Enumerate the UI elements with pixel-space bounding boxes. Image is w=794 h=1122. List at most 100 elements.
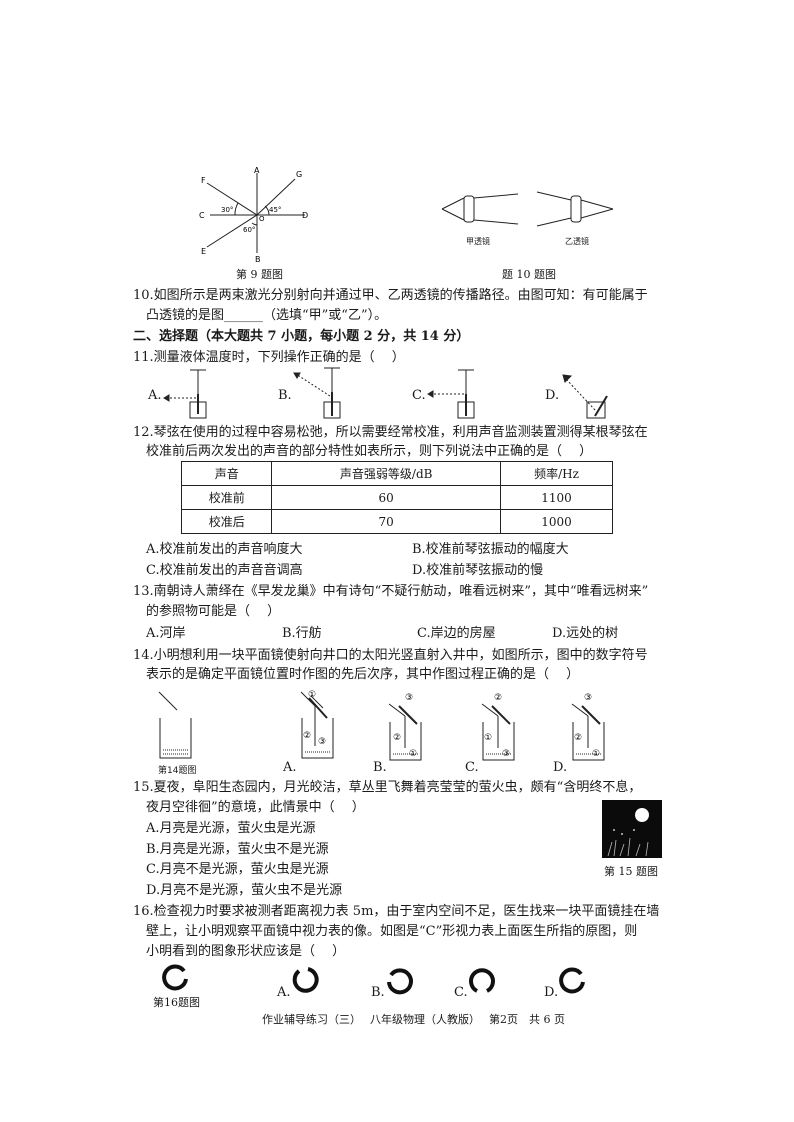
q11-option-c-figure: [427, 369, 475, 419]
q14-a-n1: ①: [308, 690, 316, 700]
q14-option-c-figure: ② ① ③: [481, 693, 515, 761]
q16-line1: 16.检查视力时要求被测者距离视力表 5m，由于室内空间不足，医生找来一块平面镜…: [133, 904, 660, 919]
q13-option-c: C.岸边的房屋: [417, 626, 496, 641]
q14-b-n2: ②: [393, 733, 401, 743]
q12-table: 声音 声音强弱等级/dB 频率/Hz 校准前 60 1100 校准后 70 10…: [180, 461, 614, 534]
q14-option-b-label: B.: [373, 760, 387, 775]
q16-caption: 第16题图: [153, 996, 200, 1009]
q14-option-a-figure: ① ② ③: [300, 690, 334, 759]
q14-line1: 14.小明想利用一块平面镜使射向井口的太阳光竖直射入井中，如图所示，图中的数字符…: [133, 648, 648, 663]
table-header-row: 声音 声音强弱等级/dB 频率/Hz: [180, 461, 614, 486]
fig9-caption: 第 9 题图: [236, 268, 283, 281]
q14-option-a-label: A.: [283, 760, 297, 775]
q10-line1: 10.如图所示是两束激光分别射向并通过甲、乙两透镜的传播路径。由图可知：有可能属…: [133, 288, 648, 303]
q16-line3: 小明看到的图象形状应该是（ ）: [146, 944, 346, 959]
q12-option-a: A.校准前发出的声音响度大: [146, 542, 303, 557]
q12-option-d: D.校准前琴弦振动的慢: [412, 563, 544, 578]
q16-option-b-c-icon: [387, 968, 413, 995]
q11-option-c-label: C.: [412, 388, 426, 403]
q14-d-n2: ②: [574, 733, 582, 743]
q16-option-b-label: B.: [371, 985, 385, 1000]
page-footer: 作业辅导练习（三） 八年级物理（人教版） 第2页 共 6 页: [262, 1013, 565, 1026]
q14-c-n1: ①: [484, 733, 492, 743]
fig10-lens-b-label: 乙透镜: [565, 237, 589, 246]
q11-option-d-label: D.: [545, 388, 560, 403]
q13-option-a: A.河岸: [146, 626, 186, 641]
table-cell: 1100: [499, 485, 614, 510]
q16-option-c-label: C.: [454, 985, 468, 1000]
table-row: 校准后 70 1000: [180, 509, 614, 534]
table-cell: 校准前: [180, 485, 273, 510]
q14-b-n3: ③: [405, 693, 413, 703]
q14-d-n1: ①: [592, 749, 600, 759]
fig10-caption: 题 10 题图: [502, 268, 556, 281]
fig10-lens-a-label: 甲透镜: [466, 237, 490, 246]
q14-option-d-label: D.: [553, 760, 568, 775]
section2-heading: 二、选择题（本大题共 7 小题，每小题 2 分，共 14 分）: [133, 329, 470, 344]
q16-option-a-c-icon: [292, 967, 319, 993]
q14-caption: 第14题图: [158, 766, 197, 776]
fig9-angle-45: 45°: [269, 206, 281, 214]
q15-line1: 15.夏夜，阜阳生态园内，月光皎洁，草丛里飞舞着亮莹莹的萤火虫，颇有“含明终不息…: [133, 780, 642, 795]
q14-option-c-label: C.: [465, 760, 479, 775]
q11-option-a-label: A.: [148, 388, 162, 403]
table-row: 校准前 60 1100: [180, 485, 614, 510]
moon-and-grass-icon: [607, 808, 649, 857]
q12-line2: 校准前后两次发出的声音的部分特性如表所示，则下列说法中正确的是（ ）: [146, 444, 593, 459]
q15-option-c: C.月亮不是光源，萤火虫是光源: [146, 862, 329, 877]
fig10-lens-b-diagram: [536, 191, 614, 227]
fig9-label-B: B: [255, 255, 261, 264]
q14-c-n3: ③: [502, 749, 510, 759]
table-header: 声音: [180, 461, 273, 486]
q13-line2: 的参照物可能是（ ）: [146, 604, 281, 619]
q15-option-b: B.月亮是光源，萤火虫不是光源: [146, 842, 329, 857]
q14-d-n3: ③: [584, 693, 592, 703]
q16-original-c-icon: [162, 964, 188, 991]
q13-option-d: D.远处的树: [552, 626, 619, 641]
table-header: 声音强弱等级/dB: [271, 461, 501, 486]
q14-a-n3: ③: [318, 737, 326, 747]
table-cell: 60: [271, 485, 501, 510]
fig9-label-O: O: [259, 215, 265, 223]
q14-c-n2: ②: [494, 693, 502, 703]
fig9-label-A: A: [254, 166, 260, 175]
q14-option-b-figure: ③ ② ①: [388, 693, 422, 761]
q11-option-d-figure: [562, 374, 608, 419]
q12-option-b: B.校准前琴弦振动的幅度大: [412, 542, 569, 557]
q16-option-d-c-icon: [559, 967, 585, 994]
q12-option-c: C.校准前发出的声音音调高: [146, 563, 303, 578]
q11-option-a-figure: [163, 369, 207, 419]
q16-line2: 壁上，让小明观察平面镜中视力表的像。如图是“C”形视力表上面医生所指的原图，则: [146, 924, 638, 939]
q14-a-n2: ②: [303, 731, 311, 741]
fig9-label-F: F: [201, 176, 206, 185]
table-cell: 1000: [499, 509, 614, 534]
table-header: 频率/Hz: [499, 461, 614, 486]
q16-option-a-label: A.: [277, 985, 291, 1000]
q12-line1: 12.琴弦在使用的过程中容易松弛，所以需要经常校准，利用声音监测装置测得某根琴弦…: [133, 425, 648, 440]
q15-option-a: A.月亮是光源，萤火虫是光源: [146, 821, 316, 836]
q11-stem: 11.测量液体温度时，下列操作正确的是（ ）: [133, 350, 405, 365]
q16-option-c-c-icon: [469, 968, 495, 993]
fig9-diagram: A G F C D E B O 30° 45° 60°: [199, 166, 308, 264]
q13-line1: 13.南朝诗人萧绎在《早发龙巢》中有诗句“不疑行舫动，唯看远树来”，其中“唯看远…: [133, 584, 649, 599]
fig9-label-E: E: [201, 247, 206, 256]
table-cell: 70: [271, 509, 501, 534]
fig9-label-C: C: [199, 211, 205, 220]
q10-line2: 凸透镜的是图______（选填“甲”或“乙”）。: [146, 308, 388, 323]
q11-option-b-figure: [293, 367, 341, 419]
table-cell: 校准后: [180, 509, 273, 534]
q14-figure-original: [158, 691, 192, 759]
fig10-lens-a-diagram: [441, 193, 519, 225]
q14-b-n1: ①: [409, 749, 417, 759]
q15-caption: 第 15 题图: [604, 865, 658, 878]
q11-option-b-label: B.: [278, 388, 292, 403]
fig9-angle-60: 60°: [243, 226, 255, 234]
q16-option-d-label: D.: [544, 985, 559, 1000]
fig9-label-D: D: [302, 211, 308, 220]
q15-line2: 夜月空徘徊”的意境，此情景中（ ）: [146, 800, 365, 815]
q15-option-d: D.月亮不是光源，萤火虫不是光源: [146, 883, 343, 898]
fig9-angle-30: 30°: [221, 206, 233, 214]
fig9-label-G: G: [296, 170, 302, 179]
q14-option-d-figure: ③ ② ①: [571, 693, 605, 761]
q13-option-b: B.行舫: [282, 626, 322, 641]
